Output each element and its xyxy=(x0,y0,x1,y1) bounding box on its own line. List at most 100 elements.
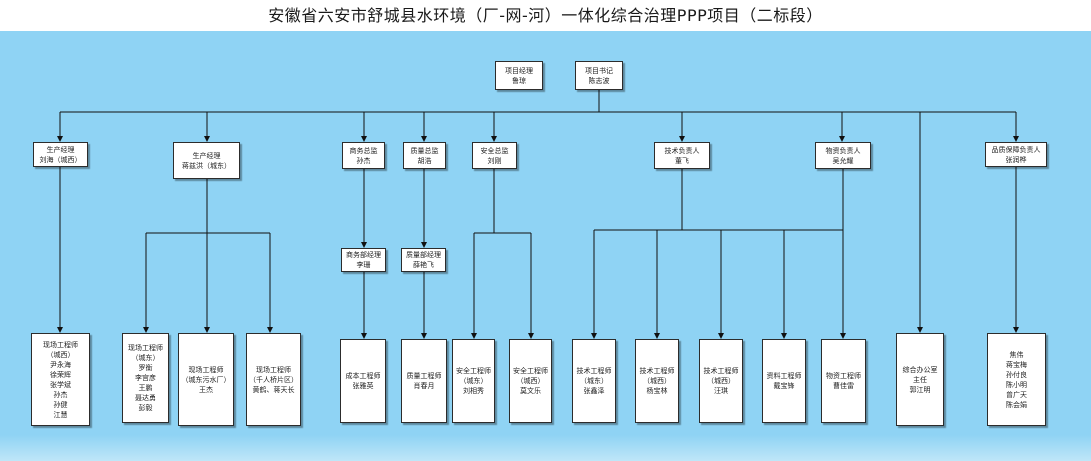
node-quality-engineer: 质量工程师 肖春月 xyxy=(401,339,447,423)
node-label: 质量总监 xyxy=(410,146,439,155)
node-label: 生产经理 xyxy=(192,151,221,160)
node-technical-lead: 技术负责人 董飞 xyxy=(654,142,710,169)
node-label: 孙付良 xyxy=(1006,370,1027,379)
title-bar: 安徽省六安市舒城县水环境（厂-网-河）一体化综合治理PPP项目（二标段） xyxy=(0,0,1091,32)
chart-title: 安徽省六安市舒城县水环境（厂-网-河）一体化综合治理PPP项目（二标段） xyxy=(268,6,823,25)
node-label: 黄鹤、蒋天长 xyxy=(252,385,295,394)
node-commercial-director: 商务总监 孙杰 xyxy=(342,142,385,169)
node-label: 技术工程师 xyxy=(576,367,612,375)
node-label: 质量工程师 xyxy=(406,372,442,380)
node-label: 技术工程师 xyxy=(703,367,739,375)
node-tech-engineer-west-1: 技术工程师 （城西） 杨宝林 xyxy=(635,339,679,423)
node-label: 商务总监 xyxy=(349,146,378,155)
node-site-engineers-west: 现场工程师 （城西） 尹永海 徐荣辉 张学斌 孙杰 孙健 江慧 xyxy=(31,333,90,426)
node-label: 综合办公室 xyxy=(902,365,938,374)
node-quality-assurance-lead: 品质保障负责人 张润桦 xyxy=(985,142,1047,167)
node-label: 肖春月 xyxy=(413,382,435,390)
node-materials-engineer: 物资工程师 曹佳雷 xyxy=(821,339,866,423)
node-label: 薛艳飞 xyxy=(413,261,434,269)
node-label: 张学斌 xyxy=(50,380,71,389)
node-label: 现场工程师 xyxy=(256,365,291,374)
node-label: 技术工程师 xyxy=(639,367,675,375)
node-site-engineers-east: 现场工程师 （城东） 罗衡 李宫彦 王鹏 聂达勇 彭毅 xyxy=(122,333,169,423)
node-label: （城东） xyxy=(580,377,608,385)
node-label: 徐荣辉 xyxy=(50,370,71,379)
node-site-engineer-qianrenqiao: 现场工程师 （千人桥片区） 黄鹤、蒋天长 xyxy=(246,333,301,426)
node-label: 刘相秀 xyxy=(463,387,484,395)
node-label: 品质保障负责人 xyxy=(991,145,1041,154)
node-label: 安全工程师 xyxy=(513,367,548,375)
node-materials-lead: 物资负责人 吴允耀 xyxy=(815,142,871,169)
node-label: 王杰 xyxy=(199,385,213,394)
node-general-office: 综合办公室 主任 郭江明 xyxy=(896,333,944,426)
node-label: 资料工程师 xyxy=(766,372,802,380)
node-cost-engineer: 成本工程师 张雅英 xyxy=(340,339,386,423)
node-label: 张润桦 xyxy=(1005,155,1027,164)
node-project-secretary: 项目书记 陈志波 xyxy=(575,61,623,90)
node-label: 罗衡 xyxy=(138,364,153,372)
node-label: （城西） xyxy=(516,377,545,385)
node-label: （城东污水厂） xyxy=(181,375,231,384)
node-safety-engineer-east: 安全工程师 （城东） 刘相秀 xyxy=(452,339,495,423)
node-label: 安全工程师 xyxy=(456,367,491,375)
node-label: 现场工程师 xyxy=(188,365,224,374)
node-label: 技术负责人 xyxy=(664,146,700,155)
node-label: 鲁琼 xyxy=(512,76,526,85)
node-label: 陈会娟 xyxy=(1006,400,1027,409)
node-label: 安全总监 xyxy=(480,146,509,155)
node-label: 尹永海 xyxy=(50,360,71,369)
node-label: 陈志波 xyxy=(588,76,610,85)
node-label: 李珊 xyxy=(356,261,371,269)
node-label: 蒋兹洪（城东） xyxy=(182,161,231,170)
node-label: （城西） xyxy=(643,377,671,385)
node-label: 胡浩 xyxy=(417,156,432,165)
node-label: 焦伟 xyxy=(1009,350,1024,359)
node-label: 商务部经理 xyxy=(346,251,381,259)
node-label: 董飞 xyxy=(675,156,689,165)
node-label: 汪琪 xyxy=(714,387,728,395)
node-documentation-engineer: 资料工程师 戴宝锋 xyxy=(762,339,806,423)
node-label: 曹佳雷 xyxy=(833,382,854,390)
node-label: 质量部经理 xyxy=(406,251,441,259)
node-tech-engineer-west-2: 技术工程师 （城西） 汪琪 xyxy=(699,339,743,423)
node-quality-dept-manager: 质量部经理 薛艳飞 xyxy=(401,248,446,272)
node-label: 成本工程师 xyxy=(345,372,381,380)
node-label: 郭江明 xyxy=(909,385,931,394)
node-label: 项目经理 xyxy=(505,66,533,75)
node-label: 张鑫泽 xyxy=(583,387,605,395)
node-label: 曾广天 xyxy=(1006,390,1027,399)
node-safety-director: 安全总监 刘刚 xyxy=(472,142,517,169)
node-label: （城东） xyxy=(131,354,160,362)
node-label: 杨宝林 xyxy=(646,387,668,395)
node-label: 李宫彦 xyxy=(135,374,156,382)
node-site-engineer-east-wwtp: 现场工程师 （城东污水厂） 王杰 xyxy=(178,333,234,426)
node-label: 孙健 xyxy=(53,400,68,409)
node-quality-director: 质量总监 胡浩 xyxy=(403,142,446,169)
node-label: 物资负责人 xyxy=(825,146,861,155)
node-label: 物资工程师 xyxy=(826,372,861,380)
node-label: 生产经理 xyxy=(46,145,75,154)
node-label: （千人桥片区） xyxy=(249,375,298,384)
node-tech-engineer-east: 技术工程师 （城东） 张鑫泽 xyxy=(572,339,616,423)
node-label: 主任 xyxy=(913,375,927,384)
node-label: 刘刚 xyxy=(487,156,502,165)
node-label: 彭毅 xyxy=(138,404,153,412)
node-commercial-dept-manager: 商务部经理 李珊 xyxy=(341,248,386,272)
node-label: 项目书记 xyxy=(585,66,613,75)
node-label: 蒋宝梅 xyxy=(1006,360,1027,369)
node-safety-engineer-west: 安全工程师 （城西） 莫文乐 xyxy=(509,339,552,423)
node-label: 刘海（城西） xyxy=(39,155,82,164)
node-label: 王鹏 xyxy=(138,384,153,392)
node-label: 陈小明 xyxy=(1006,380,1027,389)
node-label: 现场工程师 xyxy=(43,340,78,349)
node-quality-assurance-staff: 焦伟 蒋宝梅 孙付良 陈小明 曾广天 陈会娟 xyxy=(987,333,1046,426)
node-production-manager-east: 生产经理 蒋兹洪（城东） xyxy=(173,142,240,179)
node-label: 江慧 xyxy=(53,410,68,419)
node-label: 张雅英 xyxy=(352,382,374,390)
node-label: （城东） xyxy=(459,377,488,385)
node-label: 莫文乐 xyxy=(520,387,541,395)
node-label: 吴允耀 xyxy=(832,156,854,165)
node-production-manager-west: 生产经理 刘海（城西） xyxy=(33,142,88,167)
node-label: （城西） xyxy=(46,350,75,359)
